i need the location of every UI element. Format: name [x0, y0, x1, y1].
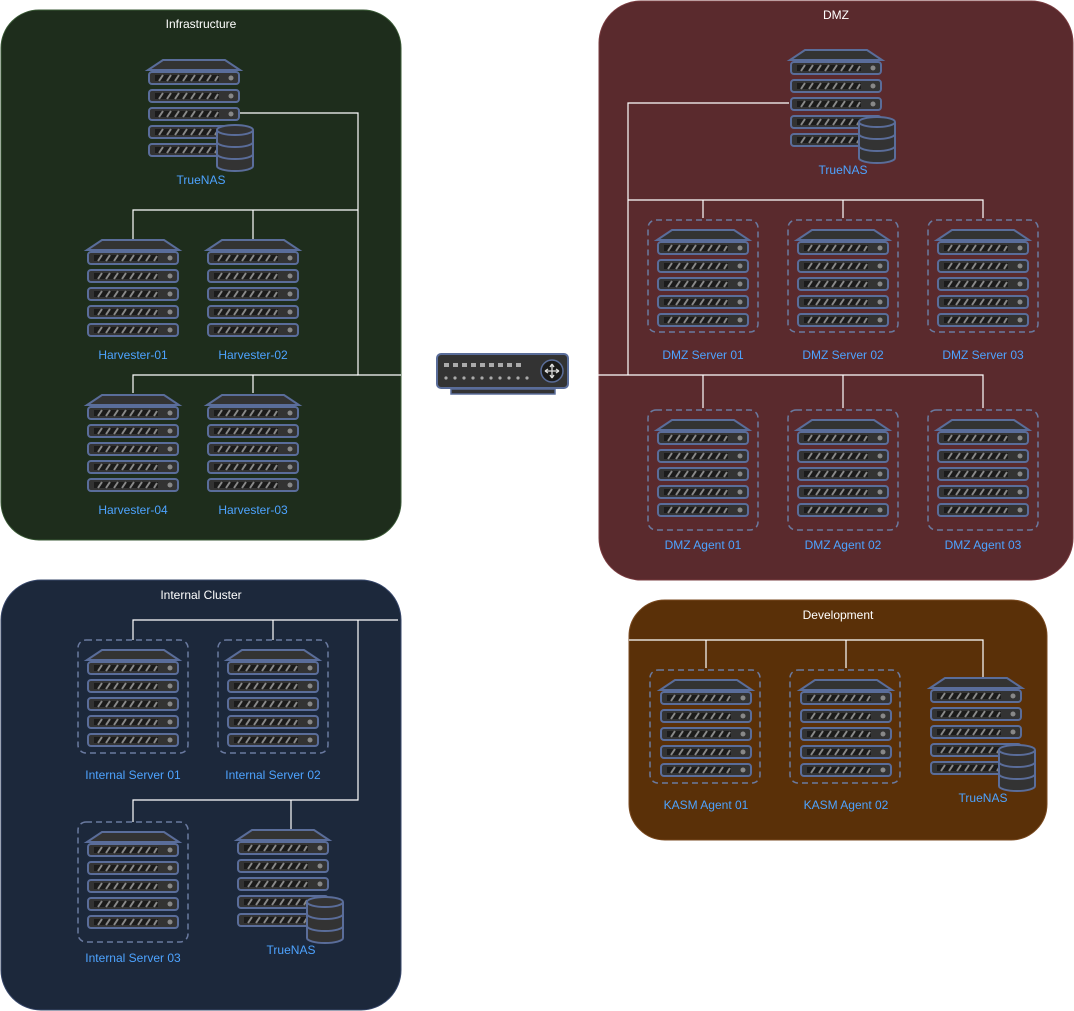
node-label: DMZ Server 01: [662, 348, 744, 362]
development-title: Development: [803, 608, 874, 622]
node-label: DMZ Agent 01: [665, 538, 742, 552]
node-label: TrueNAS: [267, 943, 316, 957]
node-label: DMZ Server 03: [942, 348, 1024, 362]
node-label: Harvester-03: [218, 503, 288, 517]
node-label: TrueNAS: [819, 163, 868, 177]
node-label: DMZ Agent 03: [945, 538, 1022, 552]
dmz-title: DMZ: [823, 8, 849, 22]
node-label: DMZ Server 02: [802, 348, 884, 362]
node-label: Harvester-04: [98, 503, 168, 517]
node-label: TrueNAS: [959, 791, 1008, 805]
node-label: TrueNAS: [177, 173, 226, 187]
node-label: KASM Agent 01: [664, 798, 749, 812]
internal-cluster-title: Internal Cluster: [160, 588, 241, 602]
truenas-storage-icon: [790, 50, 896, 164]
node-label: Harvester-01: [98, 348, 168, 362]
node-frames: [77, 219, 1039, 943]
infrastructure-title: Infrastructure: [166, 17, 237, 31]
connectors: [132, 102, 984, 830]
internal-cluster-group: [0, 579, 402, 1011]
node-label: Internal Server 03: [85, 951, 181, 965]
node-label: KASM Agent 02: [804, 798, 889, 812]
network-switch-icon: [436, 353, 569, 395]
node-label: Internal Server 02: [225, 768, 321, 782]
node-label: Harvester-02: [218, 348, 288, 362]
truenas-storage-icon: [237, 830, 344, 944]
node-label: DMZ Agent 02: [805, 538, 882, 552]
truenas-storage-icon: [930, 678, 1036, 792]
node-label: Internal Server 01: [85, 768, 181, 782]
truenas-storage-icon: [148, 60, 254, 172]
